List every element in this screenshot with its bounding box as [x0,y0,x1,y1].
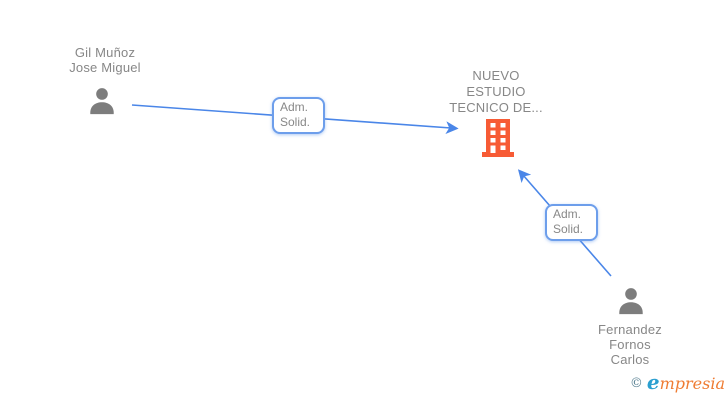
copyright-icon: © [629,376,643,391]
node-company-label[interactable]: NUEVO ESTUDIO TECNICO DE... [431,68,561,116]
person-icon[interactable] [87,86,117,116]
person-head [96,88,108,100]
edge2-relationship-label: Adm. Solid. [545,204,598,241]
edge2-label-line1: Adm. [553,207,582,221]
company-name-line2: ESTUDIO [466,84,526,99]
edge1-relationship-label: Adm. Solid. [272,97,325,134]
building-door [490,145,496,153]
node-person1-label[interactable]: Gil Muñoz Jose Miguel [40,45,170,75]
person1-name-line2: Jose Miguel [69,60,141,75]
person-head [625,288,637,300]
building-windows [490,123,506,153]
person2-name-line2: Fornos [609,337,651,352]
building-icon[interactable] [482,119,514,157]
building-body [486,119,510,153]
node-person2-label[interactable]: Fernandez Fornos Carlos [565,322,695,367]
company-name-line1: NUEVO [472,68,520,83]
brand-logo-text: mpresia [659,374,725,393]
person2-name-line3: Carlos [610,352,650,367]
company-name-line3: TECNICO DE... [449,100,543,115]
person2-name-line1: Fernandez [598,322,662,337]
edge2-label-line2: Solid. [553,222,584,236]
person1-name-line1: Gil Muñoz [74,45,136,60]
building-base [482,152,514,157]
brand-logo-initial: e [646,370,660,394]
edge1-label-line1: Adm. [280,100,309,114]
person-icon[interactable] [616,286,646,316]
person-body [90,102,114,115]
empresia-watermark: ©empresia [630,370,725,394]
edge1-label-line2: Solid. [280,115,311,129]
person-body [619,302,643,315]
